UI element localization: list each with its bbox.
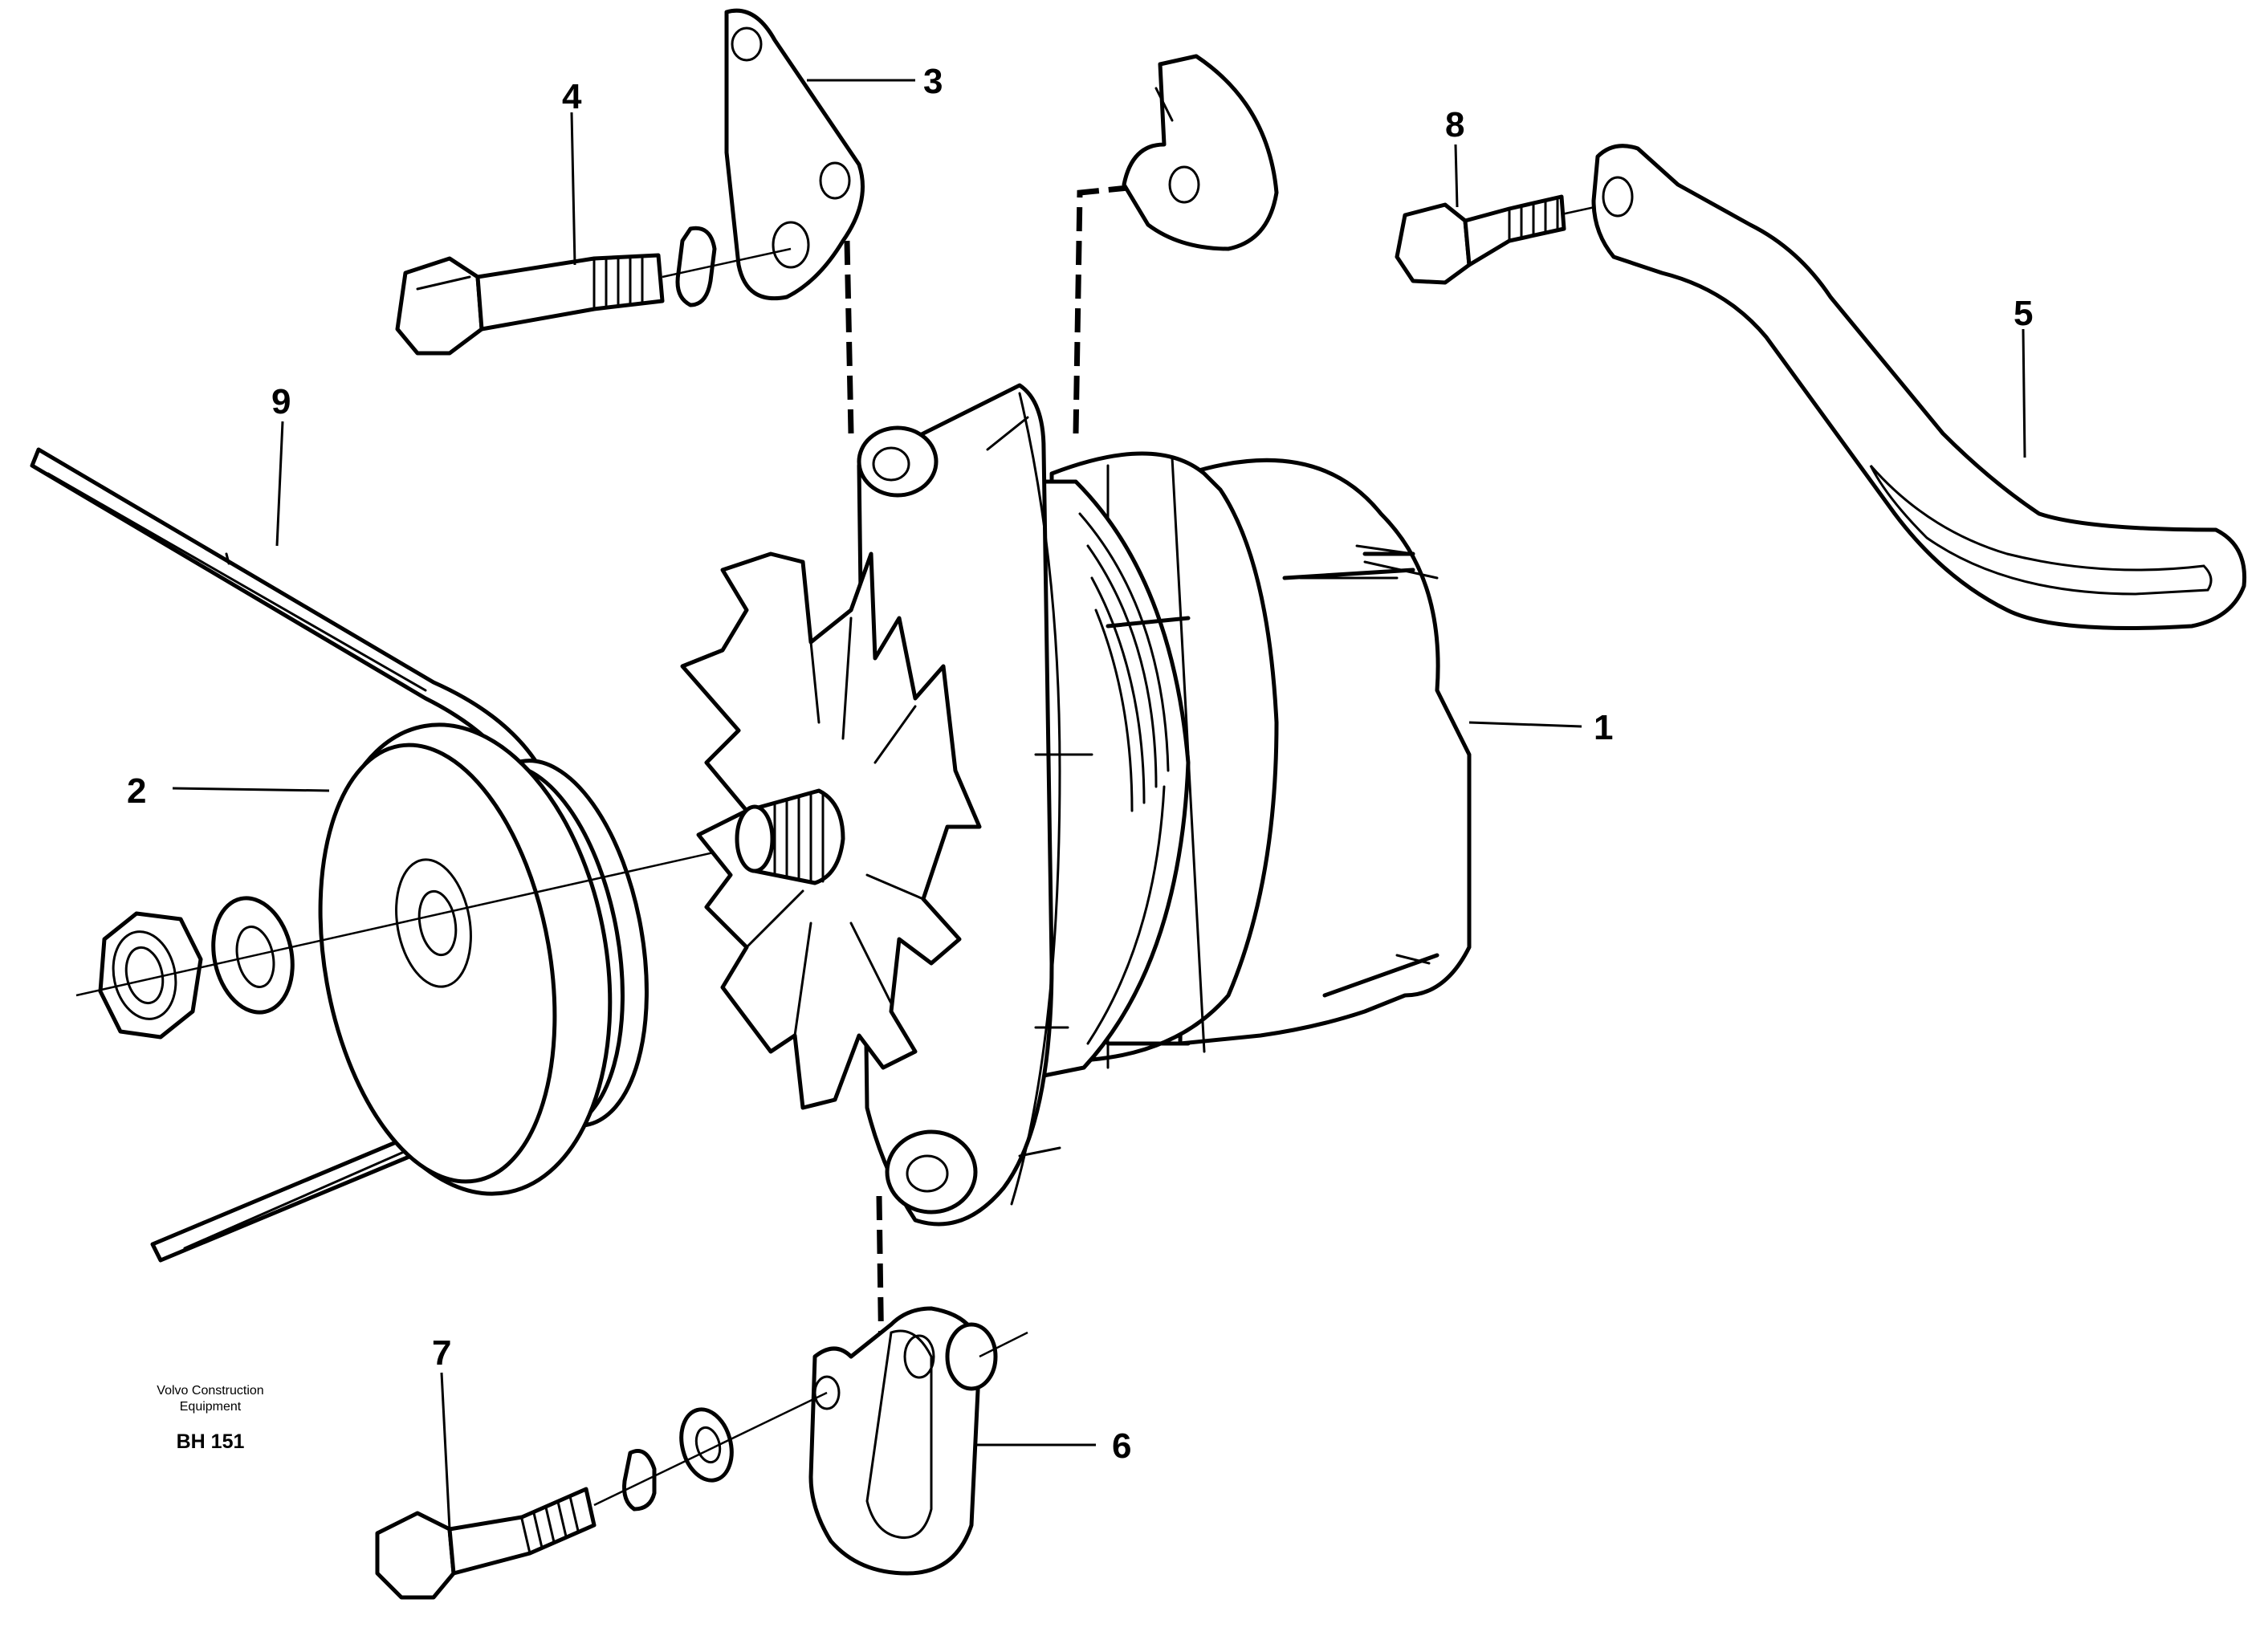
leader-9	[275, 421, 284, 547]
leader-5	[2022, 328, 2026, 458]
alternator	[680, 383, 1472, 1227]
alignment-line-top-left	[844, 240, 854, 434]
callout-8: 8	[1445, 105, 1464, 144]
lower-bracket	[808, 1306, 998, 1576]
mounting-plate	[724, 8, 865, 301]
spring-washer-lower	[622, 1449, 657, 1512]
drawing-number: BH 151	[177, 1430, 245, 1453]
callout-9: 9	[271, 382, 291, 421]
callout-3: 3	[923, 62, 943, 101]
flat-washer-lower	[679, 1407, 734, 1483]
bolt-lower-axis-line	[593, 1391, 828, 1507]
pulley-axis-line	[75, 845, 739, 997]
leader-2	[172, 787, 330, 792]
bolt-lower	[375, 1487, 597, 1600]
pulley	[318, 722, 649, 1196]
caption-manufacturer-line2: Equipment	[180, 1400, 242, 1414]
alignment-line-top-right	[1073, 181, 1161, 434]
leader-8	[1454, 144, 1459, 208]
engine-bracket-upper	[1122, 54, 1279, 251]
caption-manufacturer: Volvo Construction	[157, 1384, 263, 1398]
bolt-short	[1395, 194, 1566, 285]
bolt-upper-axis-line	[662, 247, 792, 279]
callout-4: 4	[562, 77, 582, 116]
callout-6: 6	[1112, 1426, 1131, 1466]
callout-5: 5	[2014, 294, 2033, 333]
bracket-axis-line	[979, 1331, 1028, 1358]
leader-1	[1468, 721, 1582, 728]
leader-7	[440, 1372, 451, 1530]
callout-1: 1	[1594, 708, 1613, 747]
pulley-nut	[98, 911, 203, 1040]
spring-washer-upper	[675, 226, 717, 307]
callout-7: 7	[432, 1333, 451, 1373]
tensioner-arm	[1591, 144, 2247, 630]
callout-2: 2	[127, 771, 146, 811]
leader-4	[570, 112, 576, 266]
bolt-upper	[395, 253, 665, 356]
